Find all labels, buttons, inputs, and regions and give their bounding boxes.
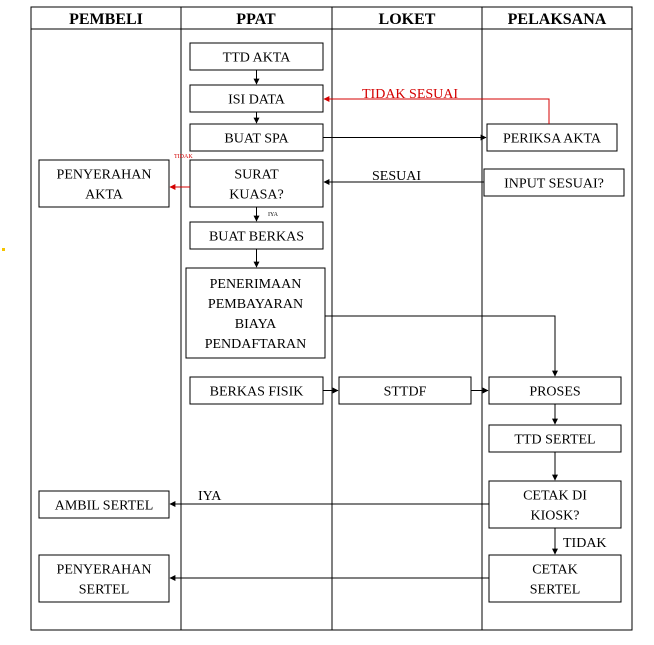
box-penyerahan-sertel xyxy=(38,554,170,603)
process-boxes xyxy=(38,42,625,603)
marker-dot xyxy=(2,248,5,251)
box-berkas-fisik xyxy=(189,376,324,405)
label-buat-berkas: BUAT BERKAS xyxy=(209,230,304,245)
box-buat-berkas xyxy=(189,221,324,250)
edge-label-tidak-small: TIDAK xyxy=(174,154,193,160)
box-ttd-sertel xyxy=(488,424,622,453)
box-ttd-akta xyxy=(189,42,324,71)
edge-label-sesuai: SESUAI xyxy=(372,169,421,184)
swimlane-frame xyxy=(30,6,633,631)
lane-header-loket: LOKET xyxy=(379,11,436,28)
box-cetak-sertel xyxy=(488,554,622,603)
label-proses: PROSES xyxy=(529,385,580,400)
lane-header-ppat: PPAT xyxy=(236,11,276,28)
box-periksa-akta xyxy=(486,123,618,152)
box-ambil-sertel xyxy=(38,490,170,519)
box-proses xyxy=(488,376,622,405)
arrow-penerimaan-to-proses xyxy=(325,315,558,377)
label-isi-data: ISI DATA xyxy=(228,93,286,108)
label-ttd-akta: TTD AKTA xyxy=(223,51,292,66)
edge-label-iya-small: IYA xyxy=(268,212,279,218)
label-berkas-fisik: BERKAS FISIK xyxy=(210,385,304,400)
edge-label-iya: IYA xyxy=(198,489,222,504)
label-sttdf: STTDF xyxy=(384,385,427,400)
label-periksa-akta: PERIKSA AKTA xyxy=(503,132,602,147)
edge-label-tidak: TIDAK xyxy=(563,536,607,551)
label-input-sesuai: INPUT SESUAI? xyxy=(504,177,604,192)
reject-connectors xyxy=(169,96,550,190)
label-buat-spa: BUAT SPA xyxy=(224,132,289,147)
box-penyerahan-akta xyxy=(38,159,170,208)
box-penerimaan-pembayaran xyxy=(185,267,326,359)
label-ttd-sertel: TTD SERTEL xyxy=(514,433,595,448)
label-ambil-sertel: AMBIL SERTEL xyxy=(55,499,154,514)
edge-label-tidak-sesuai: TIDAK SESUAI xyxy=(362,87,458,102)
box-input-sesuai xyxy=(483,168,625,197)
lane-header-pembeli: PEMBELI xyxy=(69,11,143,28)
box-labels: TTD AKTA ISI DATA BUAT SPA PERIKSA AKTA … xyxy=(55,51,604,598)
arrow-periksa-to-isi-reject xyxy=(323,96,550,124)
box-surat-kuasa xyxy=(189,159,324,208)
lane-header-pelaksana: PELAKSANA xyxy=(508,11,607,28)
connectors xyxy=(169,70,558,581)
